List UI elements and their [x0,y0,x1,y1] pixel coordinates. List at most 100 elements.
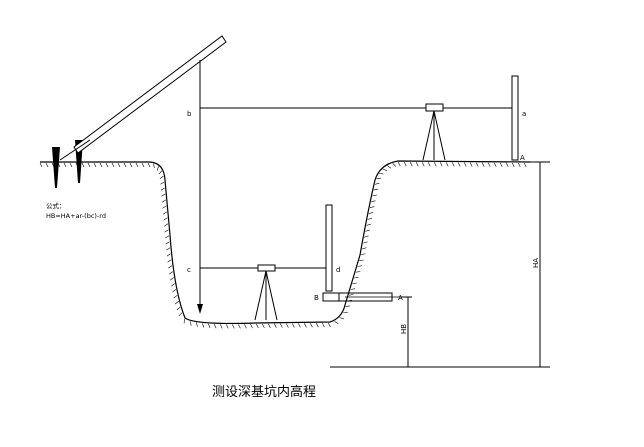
soil-hatch-stroke [280,324,282,328]
soil-hatch-stroke [124,163,126,167]
soil-hatch-stroke [162,200,166,202]
label-a: a [522,110,526,118]
soil-hatch-stroke [164,218,168,220]
soil-hatch-stroke [422,162,424,166]
soil-hatch-stroke [159,171,162,175]
soil-hatch-stroke [202,323,204,327]
soil-hatch-stroke [372,195,376,196]
soil-hatch-stroke [292,324,294,328]
soil-hatch-stroke [322,323,324,327]
soil-hatch-stroke [458,163,460,167]
soil-hatch-stroke [196,323,197,327]
soil-hatch-stroke [369,212,373,213]
soil-hatch-stroke [256,324,258,328]
soil-hatch-stroke [512,163,514,167]
soil-hatch-stroke [154,164,155,168]
soil-hatch-stroke [179,313,182,316]
soil-hatch-stroke [365,230,369,231]
soil-hatch-stroke [165,236,169,238]
ground-profile [40,161,530,323]
soil-hatch-stroke [220,324,222,328]
soil-hatch-stroke [160,176,164,179]
soil-hatch-stroke [286,324,288,328]
soil-hatch-stroke [274,324,276,328]
upper-tripod-leg [423,111,434,160]
soil-hatch-stroke [169,272,173,275]
soil-hatch-stroke [160,182,164,184]
soil-hatch-stroke [262,324,264,328]
suspension-boom [74,36,226,153]
soil-hatch-stroke [398,162,400,166]
soil-hatch-stroke [244,324,246,328]
soil-hatch-stroke [46,163,48,167]
soil-hatch-stroke [374,189,378,190]
soil-hatch-stroke [304,323,306,327]
formula-equation: HB=HA+ar-(bc)-rd [46,212,106,220]
soil-hatch-stroke [171,284,175,287]
soil-hatch-stroke [142,163,144,167]
tape-weight [197,304,203,314]
soil-hatch-stroke [40,163,42,167]
soil-hatch-stroke [172,289,176,292]
soil-hatch-stroke [404,162,406,166]
soil-hatch-stroke [476,163,478,167]
soil-hatch-stroke [148,163,150,167]
soil-hatch-stroke [351,289,355,290]
stake-left [52,147,60,188]
soil-hatch-stroke [64,163,66,167]
soil-hatch-stroke [371,201,375,202]
soil-hatch-stroke [100,163,102,167]
soil-hatch-stroke [163,206,167,208]
soil-hatch-stroke [167,254,171,256]
soil-hatch-stroke [470,163,472,167]
soil-hatch-stroke [157,166,158,170]
soil-hatch-stroke [168,260,172,262]
soil-hatch-stroke [375,183,379,184]
soil-hatch-stroke [352,283,356,284]
upper-leveling-staff [512,76,518,160]
soil-hatch-stroke [367,224,371,225]
soil-hatch-stroke [364,236,368,237]
soil-hatch-stroke [250,324,252,328]
soil-hatch-stroke [379,174,383,175]
soil-hatch-stroke [177,307,180,310]
soil-hatch-stroke [370,207,374,208]
soil-hatch-stroke [166,248,170,250]
soil-hatch-stroke [482,163,484,167]
soil-hatch-stroke [500,163,502,167]
soil-hatch-stroke [363,242,367,243]
soil-hatch-stroke [335,321,339,324]
soil-hatch-stroke [166,242,170,244]
lower-leveling-staff [326,205,332,291]
soil-hatch-stroke [358,266,362,267]
soil-hatch-stroke [362,248,366,249]
formula-heading: 公式： [46,201,66,210]
soil-hatch-stroke [452,162,454,166]
lower-tripod-leg [255,271,266,320]
soil-hatch-stroke [494,163,496,167]
soil-hatch-stroke [232,324,234,328]
soil-hatch-stroke [387,166,391,169]
soil-hatch-stroke [428,162,430,166]
soil-hatch-stroke [446,162,448,166]
label-point-b: B [314,294,319,302]
soil-hatch-stroke [268,324,270,328]
soil-hatching [40,162,526,328]
soil-hatch-stroke [168,266,172,269]
soil-hatch-stroke [383,169,387,171]
soil-hatch-stroke [346,306,350,307]
label-ha: HA [532,258,540,268]
soil-hatch-stroke [340,318,344,319]
soil-hatch-stroke [298,323,300,327]
upper-level-instrument [426,104,443,111]
soil-hatch-stroke [208,324,210,328]
soil-hatch-stroke [416,162,418,166]
soil-hatch-stroke [393,163,396,166]
soil-hatch-stroke [434,162,436,166]
soil-hatch-stroke [163,212,167,214]
soil-hatch-stroke [174,295,178,298]
point-b-peg [323,293,339,301]
soil-hatch-stroke [118,163,120,167]
soil-hatch-stroke [361,254,365,255]
